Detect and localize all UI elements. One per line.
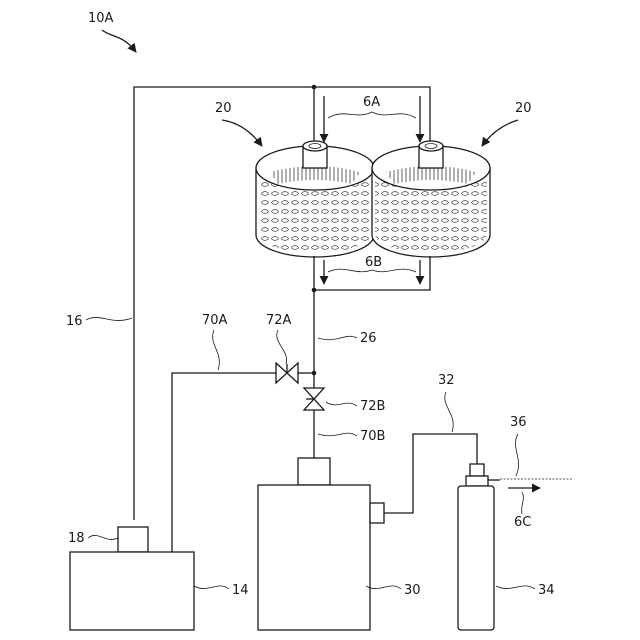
part-18-label: 18 [68, 531, 85, 546]
line-70b-label: 70B [360, 429, 385, 444]
figure-pointer [102, 30, 136, 52]
line-32-leader [445, 392, 453, 432]
tank-14-label: 14 [232, 583, 249, 598]
cylinder-34 [458, 486, 494, 630]
valve-72b-leader [326, 402, 357, 406]
line-36-leader [515, 434, 518, 476]
line-70a-label: 70A [202, 313, 228, 328]
tank-14 [70, 552, 194, 630]
filter-right-label: 20 [515, 101, 532, 116]
filter-element-left [256, 141, 374, 257]
unit-30-label: 30 [404, 583, 421, 598]
line-26-label: 26 [360, 331, 377, 346]
valve-72b-label: 72B [360, 399, 385, 414]
cylinder-34-cap [466, 476, 488, 486]
valve-72a [276, 363, 298, 383]
line-70b-leader [318, 433, 357, 436]
valve-72b [304, 388, 324, 410]
valve-72a-label: 72A [266, 313, 292, 328]
flow-6c-leader [522, 492, 524, 514]
inflow-bracket [328, 112, 416, 118]
flow-6c-label: 6C [514, 515, 531, 530]
line-36-label: 36 [510, 415, 527, 430]
filter-left-pointer [222, 120, 262, 146]
outflow-label: 6B [365, 255, 382, 270]
line-26-leader [318, 336, 357, 339]
unit-30-neck [298, 458, 330, 485]
cylinder-34-label: 34 [538, 583, 555, 598]
cylinder-34-leader [496, 586, 535, 589]
filter-right-pointer [482, 120, 518, 146]
valve-72a-leader [277, 330, 287, 364]
cylinder-34-valve [470, 464, 484, 476]
inflow-label: 6A [363, 95, 380, 110]
line-16-label: 16 [66, 314, 83, 329]
filter-left-label: 20 [215, 101, 232, 116]
figure-label: 10A [88, 11, 114, 26]
line-32-label: 32 [438, 373, 455, 388]
unit-30-port [370, 503, 384, 523]
line-70a-leader [213, 330, 220, 370]
tank-14-leader [194, 586, 229, 589]
line-16-leader [86, 317, 132, 320]
unit-30-leader [366, 586, 401, 589]
filter-element-right [372, 141, 490, 257]
unit-30 [258, 485, 370, 630]
part-18-leader [88, 535, 118, 539]
part-18 [118, 527, 148, 552]
